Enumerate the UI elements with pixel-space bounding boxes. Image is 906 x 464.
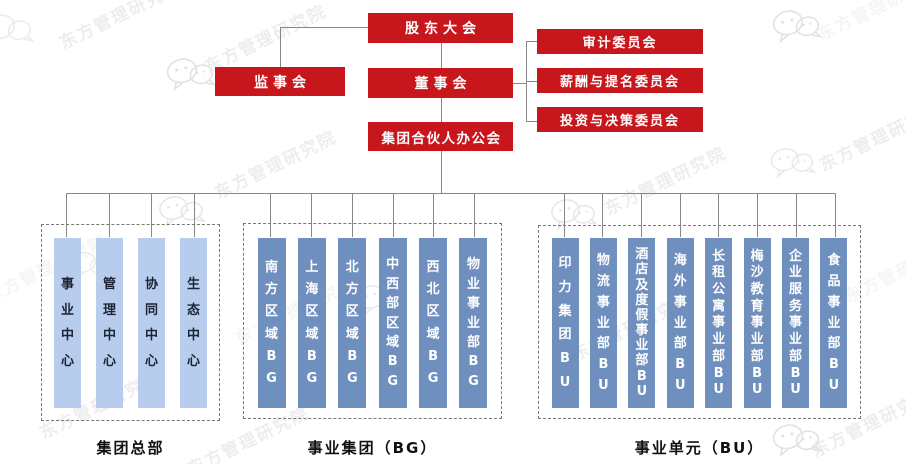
group-hq-label: 集团总部 <box>96 439 165 457</box>
group-bu-label: 事业单元（BU） <box>634 439 765 457</box>
group-bg-label: 事业集团（BG） <box>307 439 438 457</box>
org-column: 事业中心 <box>54 238 81 408</box>
committee-box: 薪酬与提名委员会 <box>537 68 703 93</box>
group-hq-box: 事业中心管理中心协同中心生态中心 <box>41 224 220 421</box>
shareholders-meeting-box: 股东大会 <box>368 13 513 43</box>
org-column: 管理中心 <box>96 238 123 408</box>
board-of-directors-box: 董事会 <box>368 68 513 98</box>
partners-office-box: 集团合伙人办公会 <box>368 122 513 151</box>
org-column: 生态中心 <box>180 238 207 408</box>
org-column: 协同中心 <box>138 238 165 408</box>
supervisory-board-box: 监事会 <box>215 67 345 96</box>
committee-box: 投资与决策委员会 <box>537 107 703 132</box>
committee-box: 审计委员会 <box>537 29 703 54</box>
committees-list: 审计委员会薪酬与提名委员会投资与决策委员会 <box>537 29 703 132</box>
